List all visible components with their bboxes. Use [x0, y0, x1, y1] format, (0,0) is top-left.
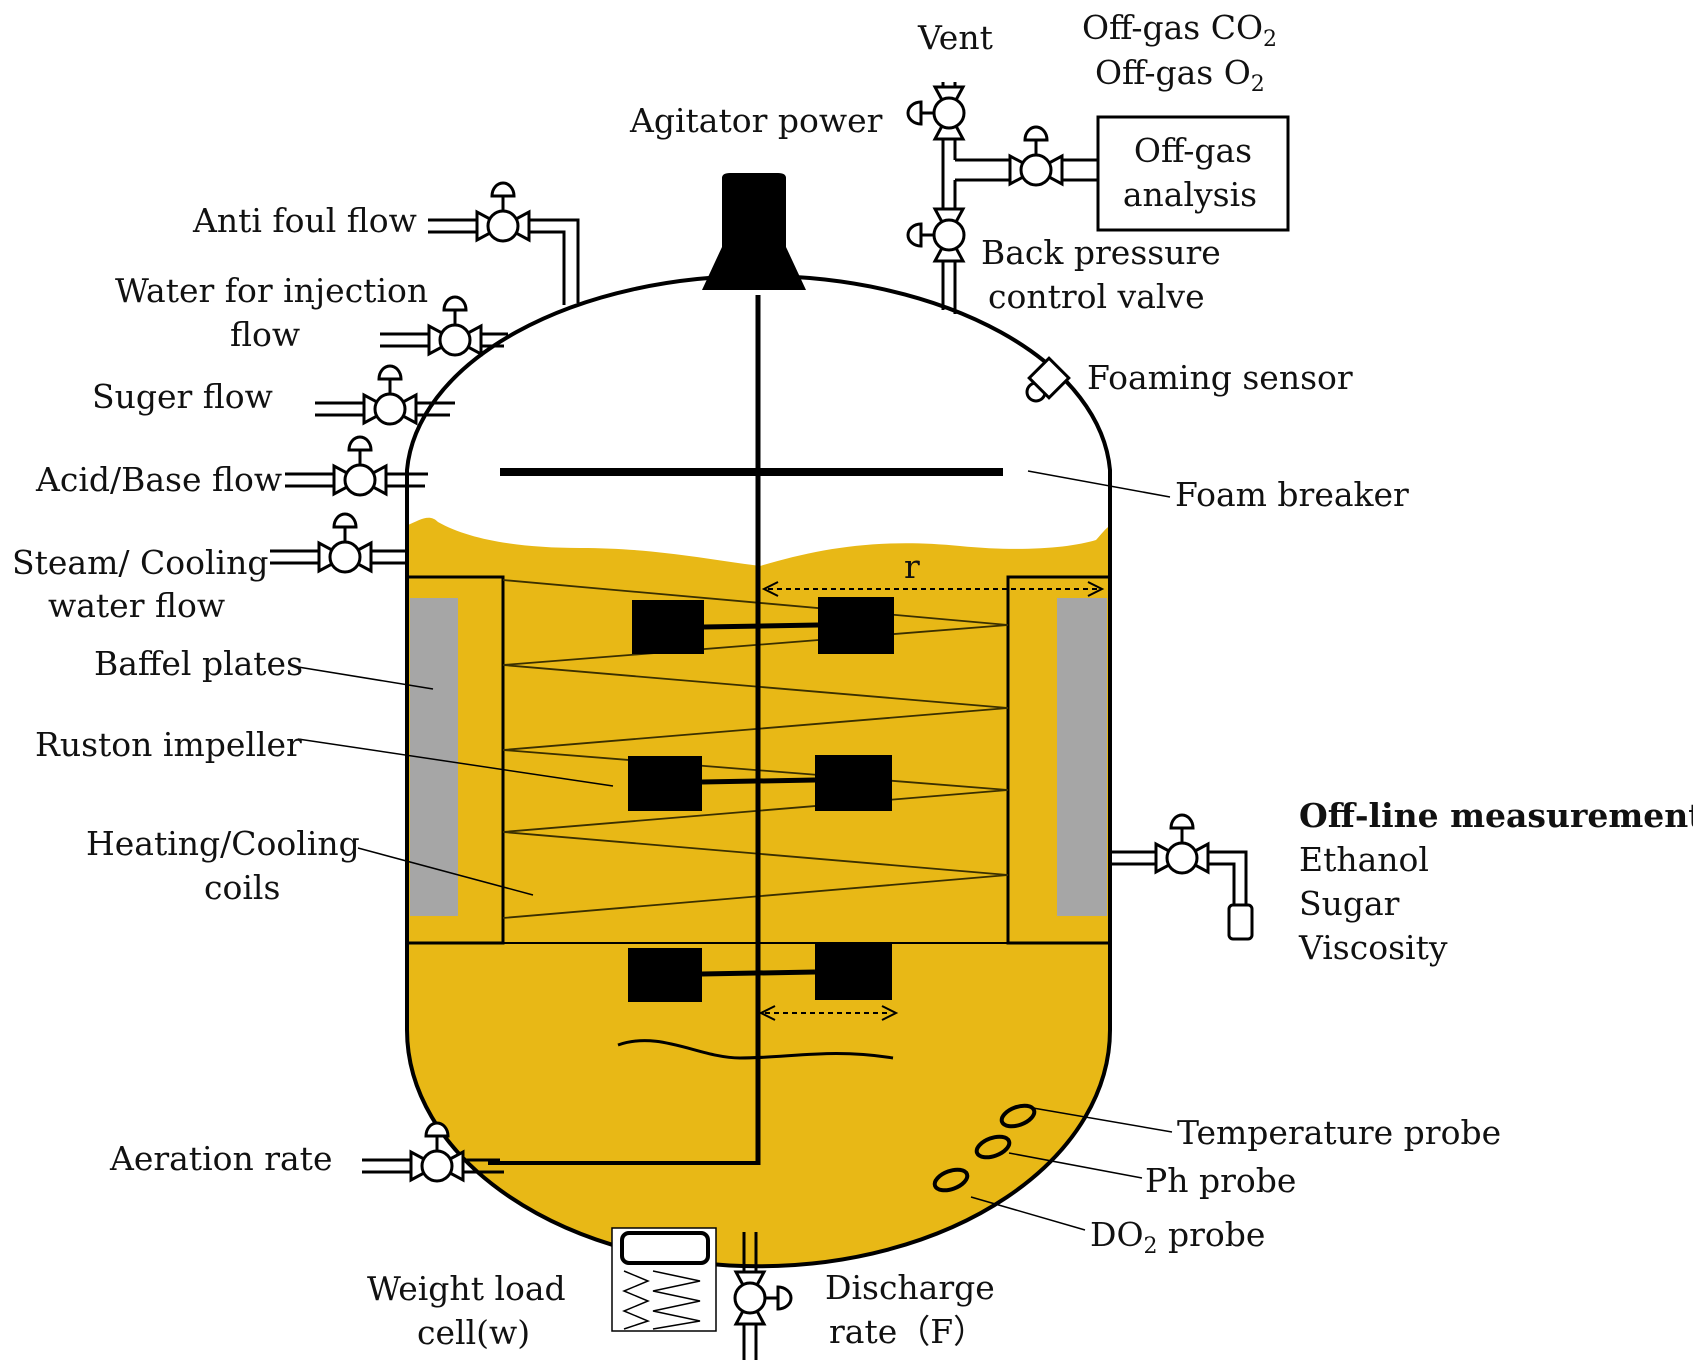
foaming-sensor-icon — [1025, 356, 1071, 403]
offgas-analysis-box — [1096, 115, 1290, 232]
label-suger-flow: Suger flow — [92, 377, 273, 416]
label-weight-2: cell(w) — [417, 1313, 530, 1352]
valves — [317, 85, 1210, 1326]
label-radius: r — [904, 547, 920, 586]
ph-probe — [974, 1134, 1012, 1160]
label-steam-2: water flow — [48, 586, 225, 625]
agitator-motor — [702, 173, 806, 290]
label-vent: Vent — [917, 18, 993, 57]
offline-title: Off-line measurements — [1299, 796, 1693, 835]
sparger-wave — [617, 1039, 894, 1060]
label-agitator-power: Agitator power — [629, 101, 883, 140]
valve-back-pressure-icon — [906, 207, 966, 263]
label-temperature-probe: Temperature probe — [1177, 1113, 1501, 1152]
valve-vent-icon — [906, 85, 966, 141]
ruston-impeller-top — [632, 597, 894, 654]
valve-steam-icon — [317, 512, 373, 574]
do2-probe — [932, 1167, 970, 1193]
label-offgas-analysis-1: Off-gas — [1134, 131, 1252, 170]
offline-item-sugar: Sugar — [1299, 884, 1400, 923]
label-anti-foul-flow: Anti foul flow — [192, 201, 417, 240]
valve-acid-base-icon — [332, 435, 388, 497]
valve-aeration-icon — [409, 1121, 465, 1183]
label-wfi-2: flow — [230, 315, 300, 354]
label-back-pressure-2: control valve — [988, 277, 1205, 316]
offline-item-ethanol: Ethanol — [1299, 840, 1429, 879]
sample-bottle — [1227, 903, 1254, 941]
label-wfi-1: Water for injection — [115, 271, 428, 310]
valve-offline-sample-icon — [1154, 813, 1210, 875]
label-offgas-co2: Off-gas CO2 — [1082, 8, 1277, 52]
label-heating-2: coils — [204, 868, 280, 907]
baffle-plate-right — [1057, 598, 1107, 916]
valve-offgas-icon — [1008, 125, 1064, 187]
ruston-impeller-middle — [628, 755, 892, 811]
label-offgas-o2: Off-gas O2 — [1095, 53, 1265, 97]
inlet-piping — [270, 218, 1248, 1360]
label-ph-probe: Ph probe — [1145, 1161, 1296, 1200]
label-acid-base-flow: Acid/Base flow — [35, 460, 282, 499]
label-do2-probe: DO2 probe — [1090, 1215, 1265, 1259]
label-heating-1: Heating/Cooling — [86, 824, 360, 863]
impeller-diameter-arrow — [758, 1005, 899, 1021]
label-back-pressure-1: Back pressure — [981, 233, 1221, 272]
label-steam-1: Steam/ Cooling — [12, 543, 268, 582]
leader-lines — [297, 470, 1173, 1231]
ruston-impeller-bottom — [628, 944, 892, 1002]
weight-load-cell — [611, 1227, 717, 1332]
vessel-outline — [405, 273, 1112, 1269]
valve-discharge-icon — [733, 1270, 793, 1326]
label-foam-breaker: Foam breaker — [1175, 475, 1409, 514]
offline-item-viscosity: Viscosity — [1298, 928, 1448, 967]
label-weight-1: Weight load — [367, 1269, 566, 1308]
label-baffel-plates: Baffel plates — [94, 644, 303, 683]
label-ruston-impeller: Ruston impeller — [35, 725, 302, 764]
valve-suger-icon — [362, 364, 418, 426]
label-discharge-2: rate（F） — [829, 1312, 986, 1351]
temperature-probe — [999, 1103, 1037, 1129]
label-offgas-analysis-2: analysis — [1123, 175, 1257, 214]
valve-water-injection-icon — [427, 295, 483, 357]
label-discharge-1: Discharge — [825, 1268, 995, 1307]
valve-anti-foul-icon — [475, 181, 531, 243]
label-aeration-rate: Aeration rate — [109, 1139, 332, 1178]
sparger-pipe — [488, 1058, 760, 1165]
label-foaming-sensor: Foaming sensor — [1087, 358, 1353, 397]
radius-arrow — [761, 581, 1105, 597]
